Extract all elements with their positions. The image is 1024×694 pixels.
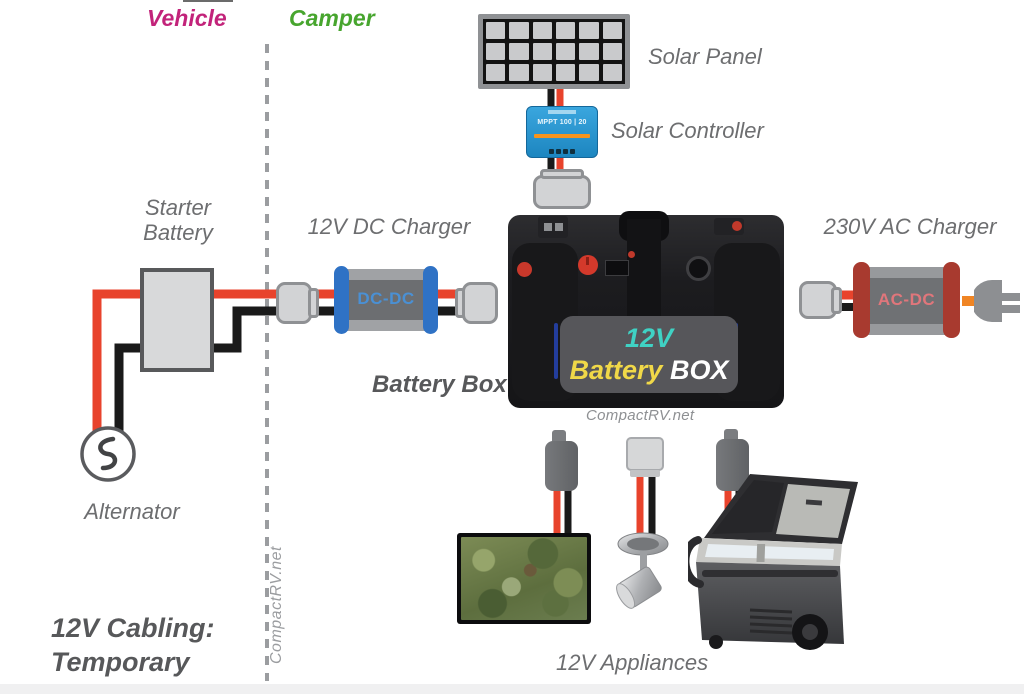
portable-fridge	[688, 474, 858, 650]
spotlight-lamp	[616, 532, 669, 609]
lamp-connector	[626, 437, 664, 471]
solar-cell	[556, 64, 576, 81]
solar-panel-label: Solar Panel	[648, 44, 762, 69]
anderson-connector	[538, 216, 568, 238]
vehicle-camper-divider	[265, 44, 269, 681]
controller-model-text: MPPT 100 | 20	[537, 119, 587, 126]
page-crop-artifact	[183, 0, 233, 2]
dcdc-right-cap	[423, 266, 438, 334]
controller-orange-stripe	[534, 134, 590, 138]
solar-cell	[486, 64, 506, 81]
acdc-text: AC-DC	[877, 290, 936, 309]
solar-output-connector-lip	[540, 169, 584, 179]
solar-cell	[532, 22, 552, 39]
tv-plug-tip	[552, 430, 566, 444]
battery-box-socket	[686, 256, 711, 281]
victron-logo	[527, 110, 597, 114]
solar-cell	[579, 22, 599, 39]
appliances-label: 12V Appliances	[556, 650, 709, 675]
solar-cell	[602, 43, 622, 60]
dc-charger-label: 12V DC Charger	[307, 214, 471, 239]
battery-box-label: Battery Box	[372, 371, 507, 398]
ac-output-connector-flange	[831, 287, 842, 314]
solar-output-connector	[533, 175, 591, 209]
solar-controller: MPPT 100 | 20	[526, 106, 598, 158]
acdc-left-cap	[853, 262, 870, 338]
solar-cell	[509, 64, 529, 81]
alternator-label: Alternator	[84, 499, 180, 524]
solar-cell	[486, 22, 506, 39]
solar-cell	[486, 43, 506, 60]
tv-plug	[545, 441, 578, 491]
battery-box-red-knob	[578, 255, 598, 275]
solar-cell	[532, 43, 552, 60]
lamp-connector-lip	[630, 470, 660, 477]
dcdc-left-cap	[334, 266, 349, 334]
cabling-note: 12V Cabling:Temporary	[51, 613, 215, 677]
solar-controller-label: Solar Controller	[611, 118, 764, 143]
battery-panel-title: Battery BOX	[569, 355, 729, 385]
acdc-body: AC-DC	[866, 267, 947, 335]
ac-charger-label: 230V AC Charger	[823, 214, 997, 239]
dcdc-center-band	[349, 280, 423, 320]
solar-cell	[556, 22, 576, 39]
acdc-center-band	[869, 278, 944, 324]
watermark-below-battery: CompactRV.net	[586, 407, 695, 424]
acdc-right-cap	[943, 262, 960, 338]
battery-panel-volts: 12V	[624, 323, 674, 353]
solar-panel	[478, 14, 630, 89]
solar-cell	[556, 43, 576, 60]
solar-cell	[579, 43, 599, 60]
ac-output-connector	[799, 281, 837, 319]
controller-terminals	[549, 149, 575, 154]
solar-cell	[579, 64, 599, 81]
solar-cell	[602, 64, 622, 81]
region-label-camper: Camper	[289, 5, 375, 31]
battery-box-blue-accent-left	[554, 323, 558, 379]
starter-battery	[140, 268, 214, 372]
fridge-plug	[716, 439, 749, 491]
solar-panel-grid	[486, 22, 622, 81]
alternator-icon	[80, 426, 136, 482]
battery-box-terminal	[714, 218, 744, 235]
battery-box-strap	[627, 219, 661, 319]
region-label-vehicle: Vehicle	[147, 5, 227, 31]
battery-box-led	[628, 251, 635, 258]
solar-cell	[602, 22, 622, 39]
battery-box-meter	[605, 260, 629, 276]
dcdc-text: DC-DC	[357, 289, 415, 308]
battery-box-side-button	[517, 262, 532, 277]
dcdc-body: DC-DC	[346, 269, 426, 331]
mains-plug-icon	[974, 280, 1020, 322]
dc-output-connector	[462, 282, 498, 324]
fridge-plug-tip	[724, 429, 738, 442]
tv-screen	[461, 537, 587, 620]
dc-input-connector	[276, 282, 312, 324]
battery-box: 12V Battery BOX	[508, 211, 784, 408]
dc-input-connector-flange	[308, 288, 319, 318]
page-bottom-strip	[0, 684, 1024, 694]
tv	[457, 533, 591, 624]
solar-cell	[509, 43, 529, 60]
battery-box-label-panel: 12V Battery BOX	[560, 316, 738, 393]
solar-cell	[509, 22, 529, 39]
solar-cell	[532, 64, 552, 81]
